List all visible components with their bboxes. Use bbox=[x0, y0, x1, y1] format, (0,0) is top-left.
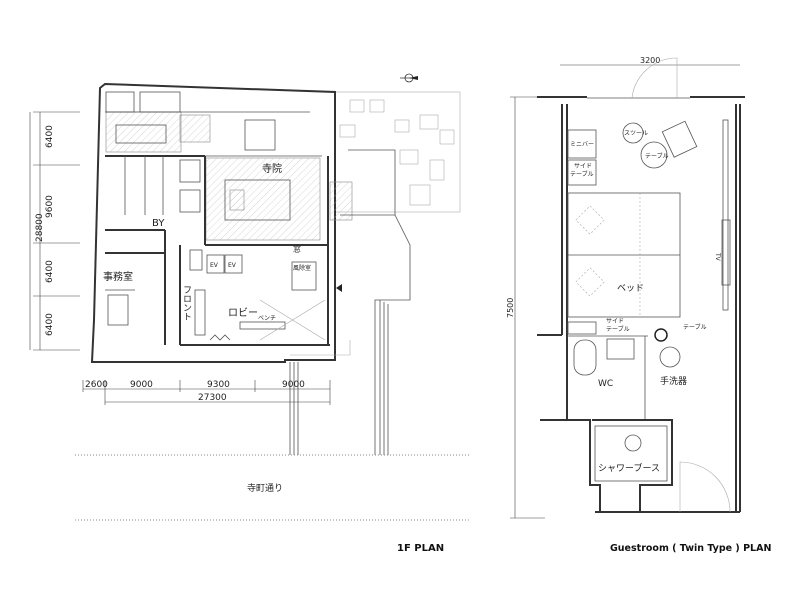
building-outline bbox=[90, 82, 336, 363]
label-side-table-1b: テーブル bbox=[570, 170, 594, 178]
label-bed: ベッド bbox=[617, 284, 644, 294]
label-stool: スツール bbox=[624, 130, 648, 137]
dim-h-3: 9300 bbox=[207, 380, 230, 390]
room-label-bench: ベンチ bbox=[258, 315, 276, 322]
room-label-by: BY bbox=[152, 218, 165, 229]
horizontal-dimensions: 2600 9000 9300 9000 27300 bbox=[82, 380, 331, 405]
north-arrow-icon bbox=[400, 73, 418, 83]
tatami-zone bbox=[179, 114, 211, 143]
dim-v-3: 6400 bbox=[45, 260, 55, 283]
room-label-lobby: ロビー bbox=[228, 307, 258, 319]
label-table: テーブル bbox=[645, 152, 669, 160]
neighbor-context bbox=[334, 91, 461, 213]
dim-h-4: 9000 bbox=[282, 380, 305, 390]
label-side-table-2a: サイド bbox=[606, 318, 624, 325]
label-table-2: テーブル bbox=[683, 323, 707, 331]
dim-h-total: 27300 bbox=[198, 393, 227, 403]
dim-v-1: 6400 bbox=[45, 125, 55, 148]
room-label-ev2: EV bbox=[228, 262, 237, 269]
label-side-table-1a: サイド bbox=[574, 163, 592, 170]
room-label-windbreak: 風除室 bbox=[293, 264, 311, 272]
street-label: 寺町通り bbox=[247, 483, 283, 494]
room-label-window: 窓 bbox=[293, 244, 301, 254]
dim-h-2: 9000 bbox=[130, 380, 153, 390]
vertical-dimensions: 6400 9600 6400 6400 28800 bbox=[29, 111, 80, 351]
dim-v-4: 6400 bbox=[45, 313, 55, 336]
dim-depth: 7500 bbox=[506, 298, 515, 318]
interior-walls bbox=[105, 91, 330, 346]
hall-zone bbox=[105, 111, 182, 153]
label-wc: WC bbox=[598, 379, 613, 389]
room-label-front: フロント bbox=[181, 285, 191, 321]
room-label-temple: 寺院 bbox=[262, 162, 282, 175]
floor-plan-1f: 寺院 事務室 ロビー フロント ベンチ 風除室 窓 EV EV BY 6400 … bbox=[29, 73, 470, 554]
room-walls bbox=[537, 57, 745, 513]
room-label-office: 事務室 bbox=[103, 270, 133, 283]
entrance-canopy bbox=[329, 181, 353, 221]
label-basin: 手洗器 bbox=[660, 375, 687, 387]
dim-v-total: 28800 bbox=[35, 213, 45, 242]
entrance-arrow-icon bbox=[336, 284, 342, 292]
label-tv: TV bbox=[714, 252, 721, 262]
floor-plan-title: 1F PLAN bbox=[397, 543, 444, 554]
label-side-table-2b: テーブル bbox=[606, 325, 630, 333]
label-minibar: ミニバー bbox=[570, 141, 594, 148]
dim-h-1: 2600 bbox=[85, 380, 108, 390]
dim-width: 3200 bbox=[640, 56, 660, 65]
approach-walls bbox=[289, 149, 411, 455]
guestroom-title: Guestroom ( Twin Type ) PLAN bbox=[610, 543, 771, 554]
dim-v-2: 9600 bbox=[45, 195, 55, 218]
room-label-ev1: EV bbox=[210, 262, 219, 269]
furniture bbox=[567, 119, 731, 482]
guestroom-plan: 3200 7500 bbox=[506, 56, 771, 554]
label-shower: シャワーブース bbox=[598, 462, 660, 474]
